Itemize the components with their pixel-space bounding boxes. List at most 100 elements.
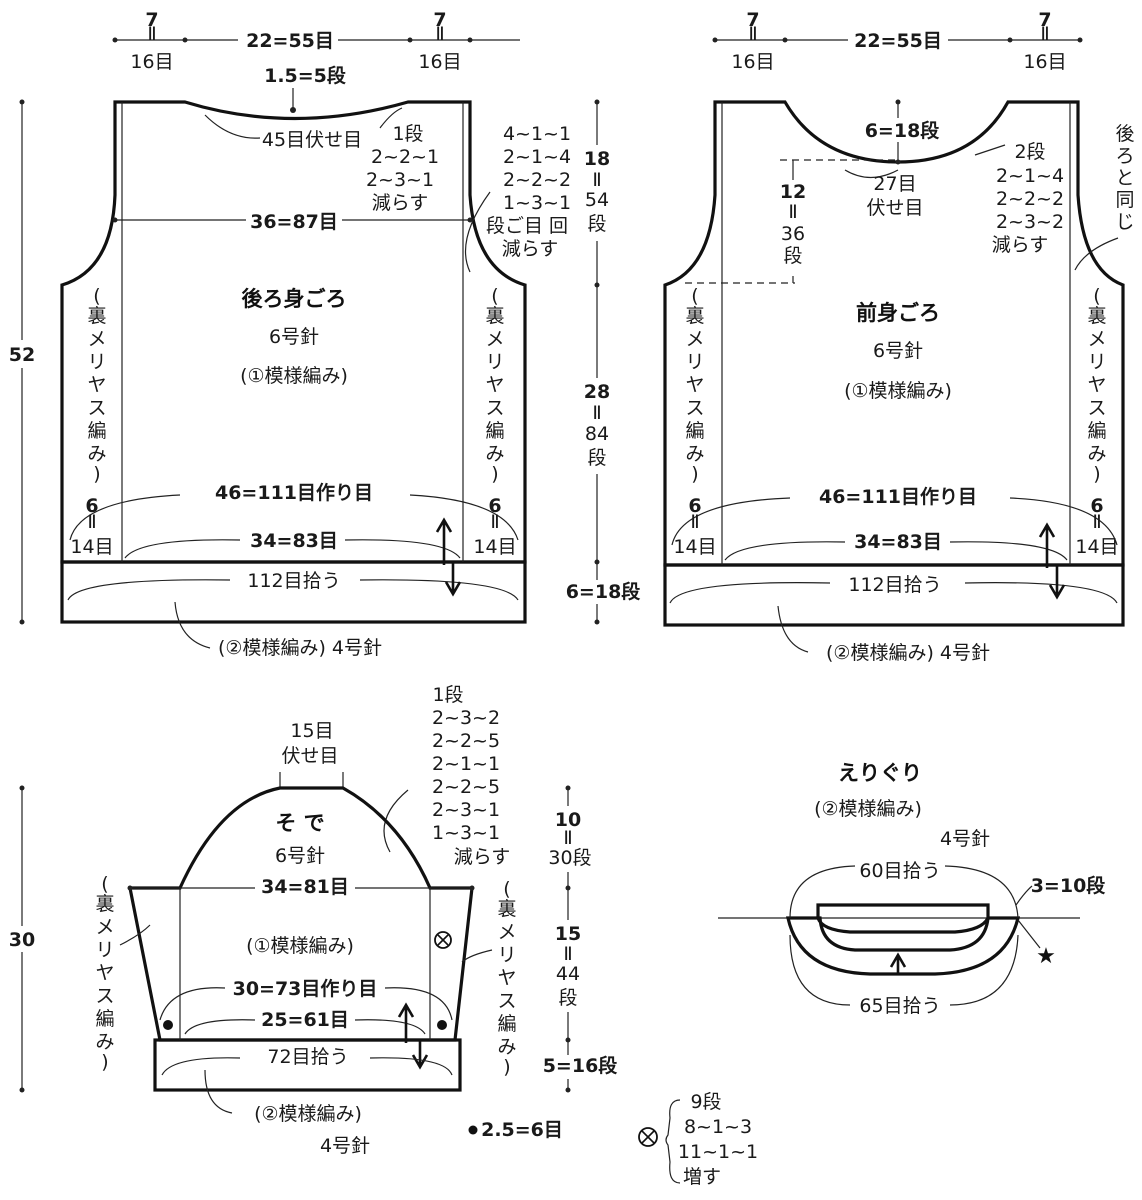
svg-text:Ⅱ: Ⅱ — [592, 169, 601, 191]
svg-text:7: 7 — [1038, 9, 1051, 31]
svg-text:リ: リ — [497, 944, 516, 966]
back-cast-on: 46=111目作り目 — [215, 481, 373, 504]
svg-text:ス: ス — [87, 397, 106, 419]
svg-text:8~1~3: 8~1~3 — [684, 1116, 752, 1138]
front-ribbing-outline — [663, 563, 1125, 627]
svg-text:16目: 16目 — [1023, 51, 1066, 73]
svg-text:段: 段 — [783, 245, 802, 267]
svg-text:メ: メ — [497, 921, 516, 943]
back-pattern: (①模様編み) — [240, 365, 348, 387]
svg-text:18: 18 — [584, 148, 610, 170]
increase-marker-icon — [434, 931, 452, 949]
svg-text:2段: 2段 — [1014, 141, 1045, 163]
svg-text:Ⅱ: Ⅱ — [563, 827, 572, 849]
collar-bottom-pickup: 65目拾う — [859, 995, 940, 1017]
back-top-right-width: 7 — [433, 9, 446, 31]
svg-text:Ⅱ: Ⅱ — [788, 201, 797, 223]
svg-text:14目: 14目 — [673, 536, 716, 558]
svg-text:(: ( — [503, 878, 510, 900]
back-top-left-width: 7 — [145, 9, 158, 31]
sleeve-cuff-outline — [153, 1038, 462, 1092]
svg-text:リ: リ — [485, 351, 504, 373]
svg-text:2.5=6目: 2.5=6目 — [481, 1119, 563, 1141]
svg-text:36: 36 — [781, 223, 805, 245]
front-pickup: 112目拾う — [848, 574, 941, 596]
svg-text:28: 28 — [584, 381, 610, 403]
svg-text:Ⅱ: Ⅱ — [563, 943, 572, 965]
sleeve-side-left-label: ( 裏 メ リ ヤ ス 編 み ) — [95, 873, 114, 1073]
svg-text:30段: 30段 — [548, 847, 591, 869]
svg-text:編: 編 — [1087, 420, 1106, 442]
sleeve-panel: 15目 伏せ目 1段 2~3~2 2~2~5 2~1~1 2~2~5 2~3~1… — [6, 684, 618, 1157]
dot-marker-icon — [468, 1125, 478, 1135]
svg-text:み: み — [497, 1036, 516, 1058]
svg-text:ヤ: ヤ — [685, 374, 704, 396]
svg-text:2~1~4: 2~1~4 — [996, 165, 1064, 187]
back-body-panel: 7 Ⅱ 16目 22=55目 7 Ⅱ 16目 1.5=5段 36=87目 45目… — [6, 9, 641, 659]
back-pickup: 112目拾う — [247, 570, 340, 592]
svg-text:Ⅱ: Ⅱ — [1092, 511, 1101, 533]
svg-text:ヤ: ヤ — [95, 962, 114, 984]
svg-text:9段: 9段 — [690, 1091, 721, 1113]
front-title: 前身ごろ — [856, 301, 940, 325]
svg-text:1段: 1段 — [392, 123, 423, 145]
front-center-width: 34=83目 — [854, 531, 942, 553]
svg-text:メ: メ — [485, 328, 504, 350]
svg-text:2~1~4: 2~1~4 — [503, 146, 571, 168]
svg-text:減らす: 減らす — [372, 192, 429, 214]
back-top-right-stitches: 16目 — [418, 51, 461, 73]
back-center-width: 34=83目 — [250, 530, 338, 552]
svg-text:2~3~1: 2~3~1 — [432, 799, 500, 821]
svg-text:10: 10 — [555, 809, 581, 831]
svg-text:編: 編 — [485, 420, 504, 442]
svg-text:編: 編 — [87, 420, 106, 442]
svg-text:54: 54 — [585, 189, 609, 211]
svg-text:段: 段 — [587, 447, 606, 469]
sleeve-rib-label: (②模様編み) — [254, 1103, 362, 1125]
svg-text:(: ( — [491, 285, 498, 307]
svg-text:14目: 14目 — [473, 536, 516, 558]
back-neck-depth: 1.5=5段 — [264, 64, 347, 87]
dot-marker-icon — [437, 1020, 447, 1030]
svg-text:裏: 裏 — [685, 305, 704, 327]
sleeve-total-height: 30 — [9, 929, 35, 951]
star-icon: ★ — [1036, 944, 1056, 969]
sleeve-cast-on: 30=73目作り目 — [233, 977, 378, 1000]
svg-text:伏せ目: 伏せ目 — [866, 197, 923, 219]
svg-text:み: み — [87, 443, 106, 465]
collar-pattern: (②模様編み) — [814, 798, 922, 820]
svg-text:ヤ: ヤ — [87, 374, 106, 396]
svg-text:44: 44 — [556, 963, 580, 985]
svg-text:増す: 増す — [683, 1166, 721, 1188]
increase-marker-icon — [638, 1127, 658, 1147]
svg-text:減らす: 減らす — [454, 846, 511, 868]
back-ribbing-outline — [60, 560, 527, 624]
collar-title: えりぐり — [838, 761, 922, 785]
legend-dot-note: 2.5=6目 — [468, 1119, 563, 1141]
svg-text:編: 編 — [95, 1008, 114, 1030]
collar-needle: 4号針 — [940, 828, 990, 850]
svg-text:段: 段 — [558, 987, 577, 1009]
svg-text:1~3~1: 1~3~1 — [503, 192, 571, 214]
collar-top-pickup: 60目拾う — [859, 860, 940, 882]
svg-text:14目: 14目 — [1075, 536, 1118, 558]
svg-text:6: 6 — [1090, 495, 1103, 517]
front-cast-on: 46=111目作り目 — [819, 485, 977, 508]
svg-text:ス: ス — [1087, 397, 1106, 419]
sleeve-width: 34=81目 — [261, 876, 349, 898]
front-body-panel: 7 Ⅱ 16目 22=55目 7 Ⅱ 16目 6=18段 12 Ⅱ 36 段 2… — [663, 9, 1135, 664]
collar-panel: えりぐり (②模様編み) 4号針 60目拾う 3=10段 ★ 65目拾う — [718, 761, 1106, 1017]
svg-text:Ⅱ: Ⅱ — [87, 511, 96, 533]
front-rib-label: (②模様編み) 4号針 — [826, 642, 990, 664]
back-total-height: 52 — [9, 344, 35, 366]
back-outline — [60, 100, 527, 564]
sleeve-pickup: 72目拾う — [267, 1046, 348, 1068]
dot-marker-icon — [163, 1020, 173, 1030]
svg-text:裏: 裏 — [87, 305, 106, 327]
svg-text:裏: 裏 — [95, 893, 114, 915]
svg-text:2~2~2: 2~2~2 — [503, 169, 571, 191]
svg-text:裏: 裏 — [497, 898, 516, 920]
front-side-right-label: ( 裏 メ リ ヤ ス 編 み ) — [1087, 285, 1106, 485]
svg-text:じ: じ — [1115, 211, 1134, 233]
